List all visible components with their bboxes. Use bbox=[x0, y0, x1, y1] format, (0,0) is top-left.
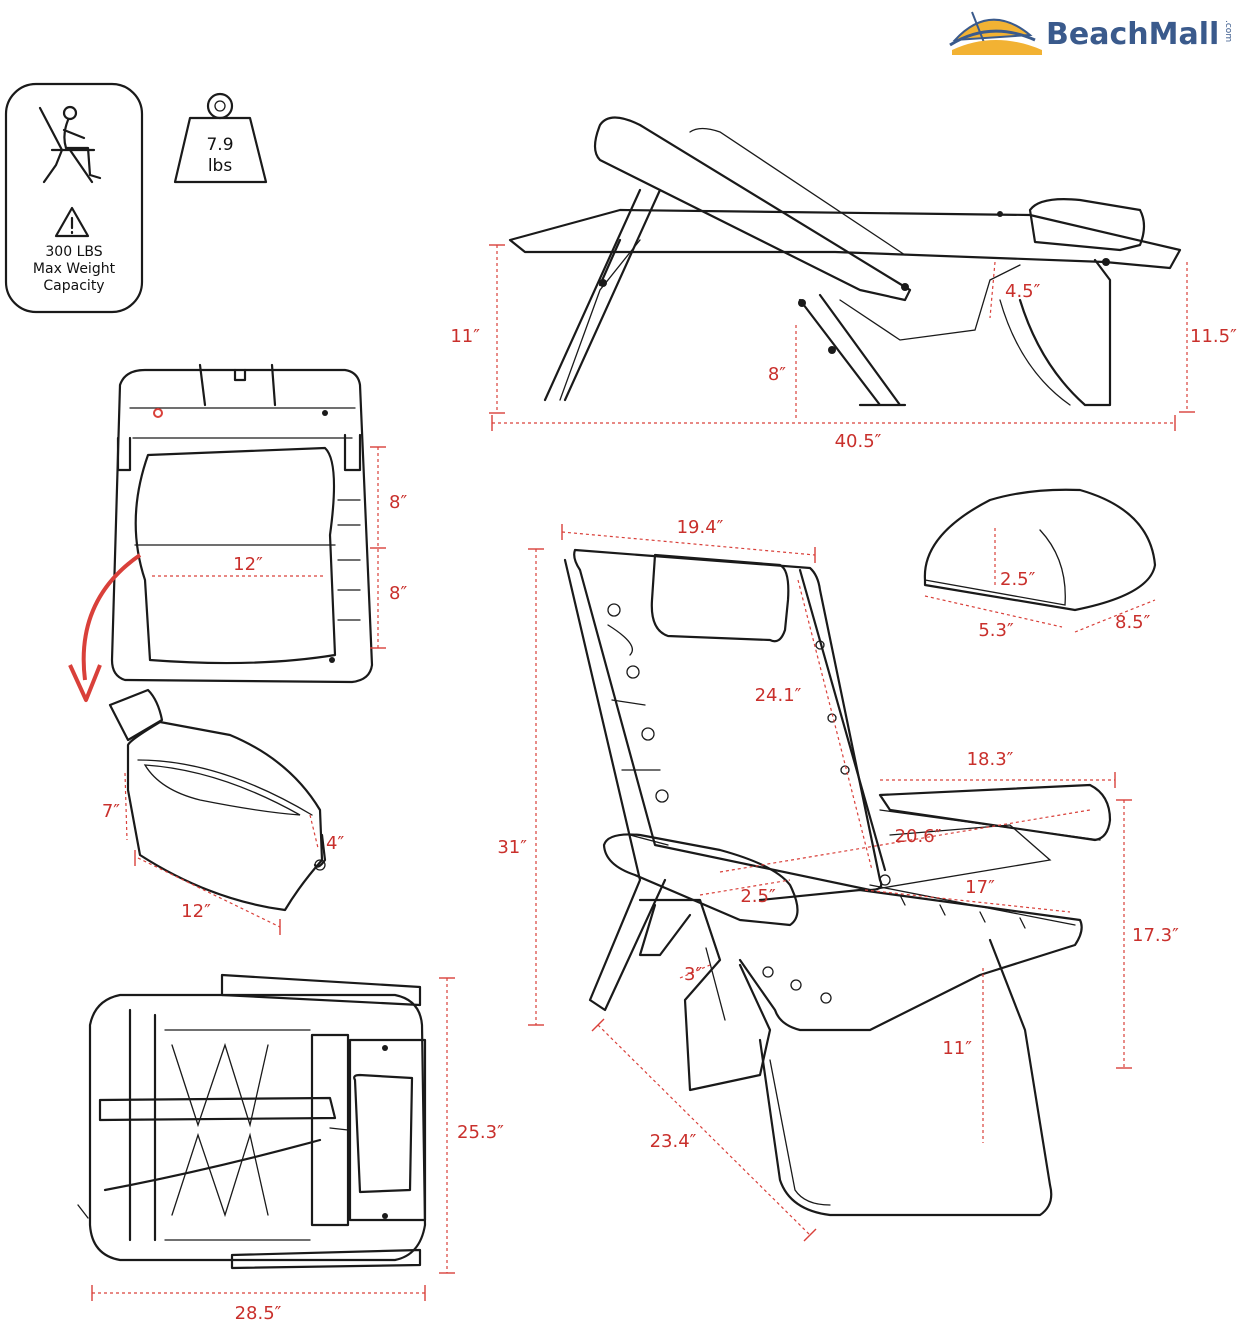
dim-chair-top-width: 19.4″ bbox=[677, 517, 724, 538]
dim-cooler-depth: 4″ bbox=[326, 833, 344, 854]
dim-chair-arm-length: 18.3″ bbox=[967, 749, 1014, 770]
cooler-bag-drawing: 7″ 4″ 12″ bbox=[102, 688, 344, 935]
detach-arrow-icon bbox=[81, 553, 142, 681]
lounge-position-drawing: 40.5″ 11″ 8″ 4.5″ 11.5″ bbox=[450, 116, 1237, 452]
dim-pillow-width: 8.5″ bbox=[1115, 612, 1151, 633]
dim-lounge-seat-height: 8″ bbox=[768, 364, 786, 385]
dim-cooler-height: 7″ bbox=[102, 801, 120, 822]
weight-ring-icon bbox=[206, 92, 234, 120]
brand-name: BeachMall bbox=[1046, 17, 1219, 52]
warning-icon bbox=[54, 206, 90, 238]
dim-chair-seat-depth: 17″ bbox=[965, 877, 995, 898]
dim-chair-seat-height: 11″ bbox=[942, 1038, 972, 1059]
dim-back-cooler-width: 12″ bbox=[233, 554, 263, 575]
weight-capacity-badge: 300 LBS Max Weight Capacity bbox=[4, 82, 144, 314]
dim-folded-width: 28.5″ bbox=[235, 1303, 282, 1324]
beachmall-logo: BeachMall .com bbox=[949, 11, 1233, 55]
folded-chair-drawing: 25.3″ 28.5″ bbox=[77, 973, 504, 1324]
chair-weight-badge: 7.9 lbs bbox=[173, 92, 268, 184]
dim-lounge-left-height: 11″ bbox=[450, 326, 480, 347]
dim-chair-back-height: 24.1″ bbox=[755, 685, 802, 706]
capacity-badge-frame bbox=[4, 82, 144, 314]
dim-cooler-width: 12″ bbox=[181, 901, 211, 922]
dim-back-lower: 8″ bbox=[389, 583, 407, 604]
brand-suffix: .com bbox=[1223, 20, 1233, 42]
dim-folded-height: 25.3″ bbox=[457, 1122, 504, 1143]
reclined-person-icon bbox=[38, 105, 102, 184]
dim-chair-arm-to-arm: 20.6″ bbox=[895, 826, 942, 847]
capacity-line-2: Max Weight bbox=[33, 261, 116, 277]
dim-chair-arm-width: 2.5″ bbox=[740, 886, 776, 907]
dim-chair-pocket: 3″ bbox=[684, 964, 702, 985]
dim-lounge-right-height: 11.5″ bbox=[1190, 326, 1237, 347]
capacity-line-1: 300 LBS bbox=[45, 244, 102, 260]
weight-value: 7.9 bbox=[206, 135, 233, 155]
dim-lounge-pocket: 4.5″ bbox=[1005, 281, 1041, 302]
main-chair-drawing: 19.4″ 31″ 24.1″ 18.3″ 20.6″ 17″ 17.3″ 2.… bbox=[497, 517, 1179, 1242]
dim-pillow-height: 2.5″ bbox=[1000, 569, 1036, 590]
dim-pillow-depth: 5.3″ bbox=[978, 620, 1014, 641]
weight-unit: lbs bbox=[208, 156, 233, 176]
dim-chair-total-height: 31″ bbox=[497, 837, 527, 858]
dim-chair-base-depth: 23.4″ bbox=[650, 1131, 697, 1152]
weight-icon bbox=[173, 116, 268, 184]
headrest-pillow-drawing: 2.5″ 5.3″ 8.5″ bbox=[923, 488, 1157, 641]
dim-chair-arm-height: 17.3″ bbox=[1132, 925, 1179, 946]
backpack-back-view-drawing: 8″ 8″ 12″ bbox=[68, 363, 407, 702]
capacity-line-3: Capacity bbox=[43, 278, 104, 294]
dim-lounge-length: 40.5″ bbox=[835, 431, 882, 452]
dim-back-upper: 8″ bbox=[389, 492, 407, 513]
